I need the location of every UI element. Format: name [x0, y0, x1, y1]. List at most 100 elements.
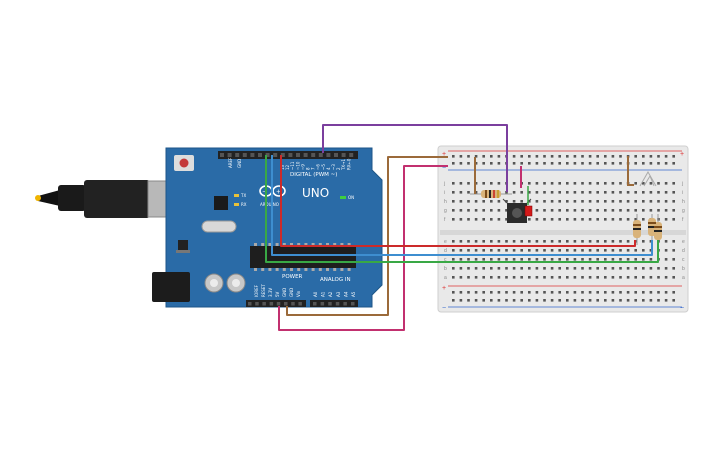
breadboard-hole[interactable]: [642, 249, 645, 252]
breadboard-hole[interactable]: [558, 162, 561, 165]
breadboard-hole[interactable]: [558, 209, 561, 212]
breadboard-hole[interactable]: [467, 276, 470, 279]
breadboard-hole[interactable]: [672, 249, 675, 252]
breadboard-hole[interactable]: [672, 182, 675, 185]
breadboard-hole[interactable]: [619, 182, 622, 185]
breadboard-hole[interactable]: [543, 299, 546, 302]
breadboard-hole[interactable]: [596, 267, 599, 270]
breadboard-hole[interactable]: [505, 240, 508, 243]
breadboard-hole[interactable]: [596, 182, 599, 185]
breadboard-hole[interactable]: [467, 200, 470, 203]
breadboard-hole[interactable]: [543, 155, 546, 158]
header-socket[interactable]: [265, 153, 270, 157]
header-socket[interactable]: [335, 302, 340, 306]
breadboard-hole[interactable]: [604, 155, 607, 158]
breadboard-hole[interactable]: [649, 291, 653, 294]
breadboard-hole[interactable]: [474, 240, 478, 243]
breadboard-hole[interactable]: [505, 299, 508, 302]
breadboard-hole[interactable]: [642, 200, 645, 203]
breadboard-hole[interactable]: [657, 209, 660, 212]
breadboard-hole[interactable]: [657, 276, 660, 279]
breadboard-hole[interactable]: [642, 162, 645, 165]
breadboard-hole[interactable]: [657, 299, 660, 302]
breadboard-hole[interactable]: [566, 200, 569, 203]
breadboard-hole[interactable]: [649, 240, 653, 243]
breadboard-hole[interactable]: [581, 249, 584, 252]
breadboard-hole[interactable]: [596, 240, 599, 243]
breadboard-hole[interactable]: [452, 291, 455, 294]
breadboard-hole[interactable]: [520, 258, 523, 261]
breadboard-hole[interactable]: [528, 276, 531, 279]
breadboard-hole[interactable]: [452, 258, 455, 261]
breadboard-hole[interactable]: [672, 240, 675, 243]
breadboard-hole[interactable]: [474, 162, 478, 165]
breadboard-hole[interactable]: [611, 299, 615, 302]
breadboard-hole[interactable]: [642, 155, 645, 158]
breadboard-hole[interactable]: [543, 162, 546, 165]
breadboard-hole[interactable]: [490, 267, 493, 270]
header-socket[interactable]: [227, 153, 232, 157]
breadboard-hole[interactable]: [604, 218, 607, 221]
breadboard-hole[interactable]: [573, 200, 577, 203]
breadboard-hole[interactable]: [497, 299, 501, 302]
header-socket[interactable]: [269, 302, 274, 306]
breadboard-hole[interactable]: [535, 200, 539, 203]
breadboard-hole[interactable]: [505, 267, 508, 270]
breadboard-hole[interactable]: [482, 182, 485, 185]
breadboard-hole[interactable]: [550, 218, 554, 221]
breadboard-hole[interactable]: [497, 200, 501, 203]
breadboard-hole[interactable]: [664, 291, 668, 294]
breadboard-hole[interactable]: [672, 291, 675, 294]
breadboard-hole[interactable]: [482, 155, 485, 158]
breadboard-hole[interactable]: [588, 258, 592, 261]
breadboard-hole[interactable]: [649, 299, 653, 302]
breadboard-hole[interactable]: [642, 218, 645, 221]
breadboard-hole[interactable]: [459, 209, 463, 212]
breadboard-hole[interactable]: [452, 299, 455, 302]
breadboard-hole[interactable]: [474, 267, 478, 270]
breadboard-hole[interactable]: [452, 182, 455, 185]
breadboard-hole[interactable]: [459, 258, 463, 261]
breadboard-hole[interactable]: [505, 191, 508, 194]
header-socket[interactable]: [284, 302, 288, 306]
breadboard-hole[interactable]: [619, 155, 622, 158]
breadboard-hole[interactable]: [490, 258, 493, 261]
wire-purple[interactable]: [322, 124, 508, 192]
breadboard-hole[interactable]: [467, 155, 470, 158]
breadboard-hole[interactable]: [482, 162, 485, 165]
breadboard-hole[interactable]: [535, 258, 539, 261]
breadboard-hole[interactable]: [634, 299, 637, 302]
breadboard-hole[interactable]: [634, 276, 637, 279]
breadboard-hole[interactable]: [573, 258, 577, 261]
breadboard-hole[interactable]: [596, 200, 599, 203]
breadboard-hole[interactable]: [528, 218, 531, 221]
breadboard-hole[interactable]: [482, 249, 485, 252]
breadboard-hole[interactable]: [573, 182, 577, 185]
led-red[interactable]: [524, 205, 533, 217]
breadboard-hole[interactable]: [634, 162, 637, 165]
breadboard-hole[interactable]: [490, 249, 493, 252]
breadboard-hole[interactable]: [588, 182, 592, 185]
breadboard-hole[interactable]: [642, 240, 645, 243]
breadboard-hole[interactable]: [672, 258, 675, 261]
breadboard-hole[interactable]: [619, 299, 622, 302]
breadboard-hole[interactable]: [588, 299, 592, 302]
breadboard-hole[interactable]: [596, 218, 599, 221]
breadboard-hole[interactable]: [566, 162, 569, 165]
breadboard-hole[interactable]: [459, 276, 463, 279]
breadboard-hole[interactable]: [664, 200, 668, 203]
breadboard-hole[interactable]: [550, 191, 554, 194]
breadboard-hole[interactable]: [604, 240, 607, 243]
breadboard-hole[interactable]: [619, 162, 622, 165]
breadboard-hole[interactable]: [626, 291, 630, 294]
breadboard-hole[interactable]: [467, 182, 470, 185]
breadboard-hole[interactable]: [642, 291, 645, 294]
breadboard-hole[interactable]: [573, 291, 577, 294]
header-socket[interactable]: [313, 302, 317, 306]
breadboard-hole[interactable]: [664, 182, 668, 185]
breadboard-hole[interactable]: [467, 240, 470, 243]
breadboard-hole[interactable]: [543, 209, 546, 212]
breadboard-hole[interactable]: [467, 267, 470, 270]
